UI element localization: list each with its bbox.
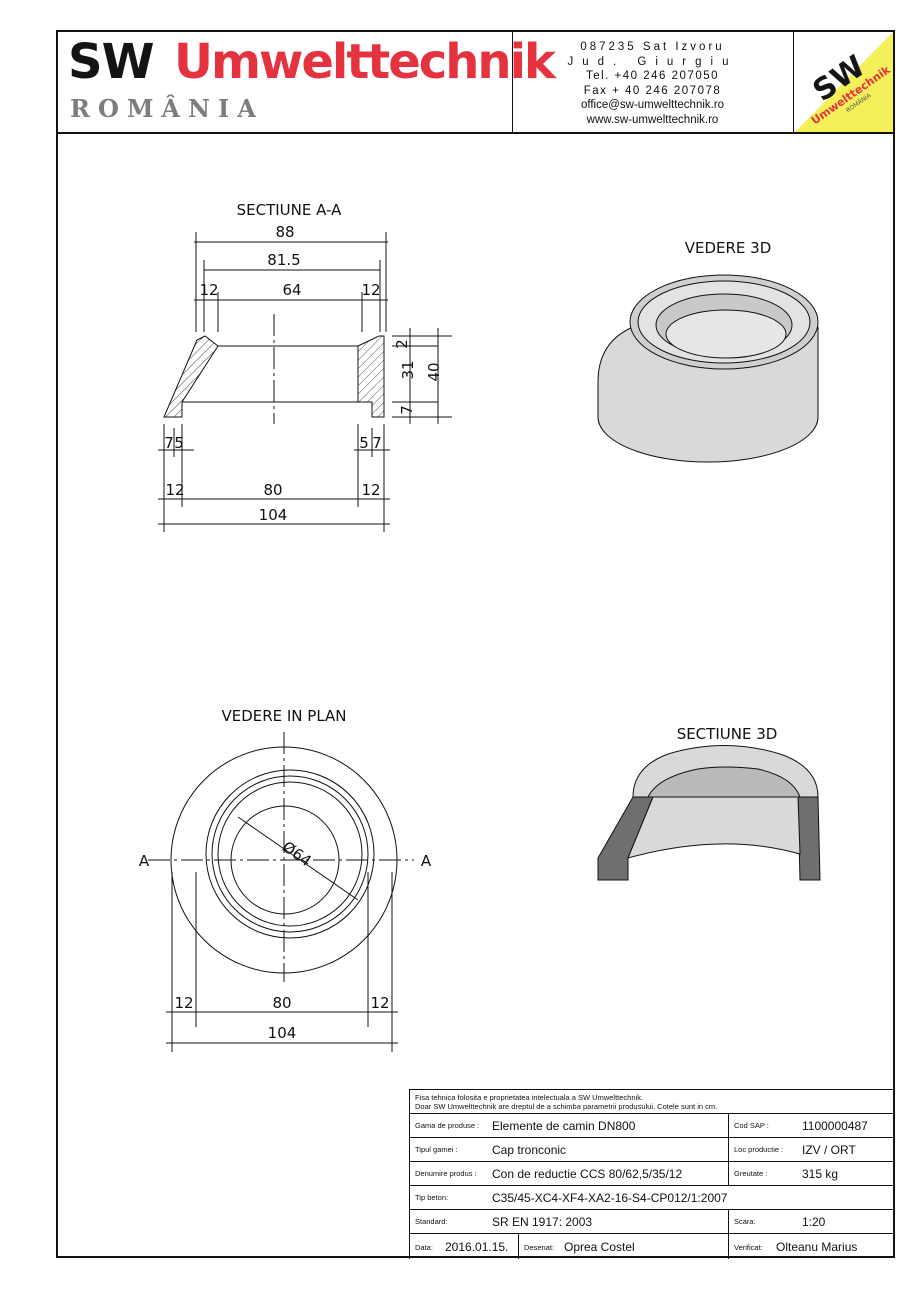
tb-row-den: Denumire produs : Con de reductie CCS 80… [410,1162,894,1186]
tb-sap-value: 1100000487 [802,1119,868,1133]
plan-dim-right: 12 [370,994,389,1012]
tb-greu-label: Greutate : [734,1169,768,1178]
phone: Tel. +40 246 207050 [585,70,720,82]
tb-std-label: Standard: [415,1217,448,1226]
dim-top-right: 12 [361,281,380,299]
tb-row-std: Standard: SR EN 1917: 2003 Scara: 1:20 [410,1210,894,1234]
tb-loc-label: Loc productie : [734,1145,784,1154]
tb-desenat-value: Oprea Costel [564,1240,635,1254]
section-aa-view: SECTIUNE A-A 88 81.5 12 64 12 2 [158,201,452,532]
dim-h-total: 40 [425,362,443,381]
contact-block: 087235 Sat Izvoru Jud. Giurgiu Tel. +40 … [512,32,794,132]
plan-section-right: A [421,852,432,870]
dim-b-right-b: 7 [372,434,382,452]
tb-beton-value: C35/45-XC4-XF4-XA2-16-S4-CP012/1:2007 [492,1191,728,1205]
view-3d: VEDERE 3D [597,239,819,463]
tb-row-tip: Tipul gamei : Cap tronconic Loc producti… [410,1138,894,1162]
tb-verif-value: Olteanu Marius [776,1240,858,1254]
address-line1: 087235 Sat Izvoru [580,41,725,53]
tb-std-value: SR EN 1917: 2003 [492,1215,593,1229]
tb-scara-label: Scara: [734,1217,756,1226]
tb-den-label: Denumire produs : [415,1169,477,1178]
tb-verif-label: Verificat: [734,1243,763,1252]
plan-dim-inner: 80 [272,994,291,1012]
dim-bot-total: 104 [259,506,288,524]
view-3d-title: VEDERE 3D [685,239,772,257]
tb-gama-label: Gama de produse : [415,1121,480,1130]
website: www.sw-umwelttechnik.ro [586,113,719,126]
section-aa-title: SECTIUNE A-A [237,201,343,219]
title-block: Fisa tehnica folosita e proprietatea int… [409,1089,894,1259]
dim-h-body: 31 [399,360,417,379]
tb-note-line2: Doar SW Umwelttechnik are dreptul de a s… [415,1102,718,1111]
tb-beton-label: Tip beton: [415,1193,449,1202]
dim-bot-inner: 80 [263,481,282,499]
tb-sap-label: Cod SAP : [734,1121,769,1130]
email: office@sw-umwelttechnik.ro [580,99,725,111]
brand-sw: SW [68,34,155,90]
tb-desenat-label: Desenat: [524,1243,555,1252]
dim-top-outer: 88 [275,223,294,241]
fax: Fax + 40 246 207078 [583,84,722,97]
plan-view: VEDERE IN PLAN Ø64 A A 12 80 12 104 [139,707,432,1052]
dim-bot-left: 12 [165,481,184,499]
plan-dim-total: 104 [268,1024,297,1042]
dim-top-inner: 64 [282,281,301,299]
dim-b-left-b: 5 [174,434,184,452]
tb-row-data: Data: 2016.01.15. Desenat: Oprea Costel … [410,1234,894,1259]
tb-tip-label: Tipul gamei : [415,1145,458,1154]
plan-dim-left: 12 [174,994,193,1012]
tb-tip-value: Cap tronconic [492,1143,567,1157]
tb-greu-value: 315 kg [802,1167,839,1181]
tb-scara-value: 1:20 [802,1215,826,1229]
dim-bot-right: 12 [361,481,380,499]
header: SW Umwelttechnik ROMÂNIA 087235 Sat Izvo… [58,32,893,134]
tb-row-beton: Tip beton: C35/45-XC4-XF4-XA2-16-S4-CP01… [410,1186,894,1210]
tb-data-label: Data: [415,1243,433,1252]
brand-country: ROMÂNIA [70,94,264,123]
company-logo: SW Umwelttechnik ROMÂNIA [58,32,556,132]
section-3d-view: SECTIUNE 3D [597,725,821,881]
dim-top-mid: 81.5 [267,251,300,269]
brand-name: Umwelttechnik [174,34,556,90]
tb-gama-value: Elemente de camin DN800 [492,1119,636,1133]
tb-row-gama: Gama de produse : Elemente de camin DN80… [410,1114,894,1138]
dim-b-right-a: 5 [359,434,369,452]
section-3d-title: SECTIUNE 3D [677,725,778,743]
technical-drawing: SECTIUNE A-A 88 81.5 12 64 12 2 [139,201,821,1052]
tb-note-line1: Fisa tehnica folosita e proprietatea int… [415,1093,644,1102]
drawing-sheet: SW Umwelttechnik ROMÂNIA 087235 Sat Izvo… [56,30,895,1259]
tb-note: Fisa tehnica folosita e proprietatea int… [410,1090,894,1114]
tb-den-value: Con de reductie CCS 80/62,5/35/12 [492,1167,683,1181]
tb-data-value: 2016.01.15. [445,1240,509,1254]
dim-h-small: 2 [393,339,411,349]
dim-top-left: 12 [199,281,218,299]
dim-h-base: 7 [398,405,416,415]
plan-section-left: A [139,852,150,870]
dim-b-left-a: 7 [164,434,174,452]
emblem-logo: SW Umwelttechnik ROMÂNIA [795,32,893,132]
tb-loc-value: IZV / ORT [802,1143,856,1157]
plan-title: VEDERE IN PLAN [221,707,346,725]
address-line2: Jud. Giurgiu [567,55,738,68]
